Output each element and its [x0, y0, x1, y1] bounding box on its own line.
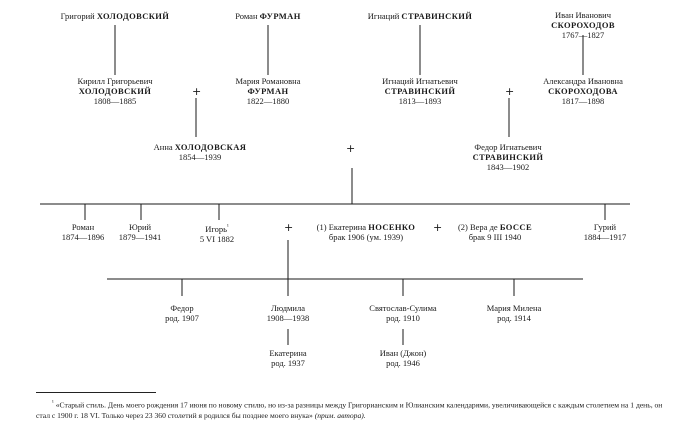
dates: 1767—1827 [561, 30, 605, 40]
ekaterina-name-line: (1) Екатерина НОСЕНКО [300, 222, 432, 232]
first-name: Роман [71, 222, 95, 232]
igor-name-line: Игорь¹ [186, 222, 248, 234]
node-ignaty-stravinsky: Игнаций СТРАВИНСКИЙ [358, 11, 482, 21]
surname: СТРАВИНСКИЙ [472, 152, 544, 162]
node-grigory-kholodovsky: Григорий ХОЛОДОВСКИЙ [40, 11, 190, 21]
marriage-first-surname: НОСЕНКО [368, 222, 416, 232]
dates: род. 1907 [165, 313, 199, 323]
dates: 1808—1885 [93, 96, 137, 106]
first-name: Иван Иванович [555, 10, 611, 20]
surname: ХОЛОДОВСКАЯ [174, 142, 247, 152]
dates: род. 1910 [386, 313, 420, 323]
dates: род. 1914 [497, 313, 531, 323]
node-ekaterina-nosenko: (1) Екатерина НОСЕНКО брак 1906 (ум. 193… [300, 222, 432, 242]
marriage-plus-anna-fedor: + [346, 142, 356, 155]
marriage-plus-igor-wives: + [284, 221, 294, 234]
node-roman: Роман 1874—1896 [55, 222, 111, 242]
first-name: Екатерина [269, 348, 307, 358]
marriage-plus-igor-vera: + [433, 221, 443, 234]
node-maria-milena: Мария Милена род. 1914 [470, 303, 558, 323]
footnote-author-note: (прим. автора). [314, 410, 366, 420]
dates: 5 VI 1882 [199, 233, 235, 244]
first-name: Людмила [271, 303, 305, 313]
node-roman-furman: Роман ФУРМАН [213, 11, 323, 21]
footnote-mark: ¹ [226, 224, 229, 230]
first-name: Мария Милена [486, 303, 542, 313]
node-maria-furman: Мария Романовна ФУРМАН 1822—1880 [213, 76, 323, 106]
surname: ФУРМАН [247, 86, 289, 96]
first-name: Игнаций Игнатьевич [382, 76, 458, 86]
first-name: Роман [235, 11, 258, 21]
first-name: Иван (Джон) [379, 348, 427, 358]
first-name: Мария Романовна [235, 76, 301, 86]
footnote: ¹ «Старый стиль. День моего рождения 17 … [36, 398, 666, 421]
first-name: Игорь [205, 223, 227, 234]
node-igor: Игорь¹ 5 VI 1882 [186, 222, 248, 244]
footnote-rule [36, 392, 156, 393]
first-name: Александра Ивановна [543, 76, 623, 86]
node-gury: Гурий 1884—1917 [577, 222, 633, 242]
dates: род. 1946 [386, 358, 420, 368]
footnote-mark: ¹ [52, 400, 54, 406]
first-name: Анна [153, 142, 173, 152]
marriage-first-detail: брак 1906 (ум. 1939) [328, 232, 404, 242]
first-name: Игнаций [367, 11, 400, 21]
first-name: Гурий [593, 222, 617, 232]
dates: 1874—1896 [61, 232, 105, 242]
first-name: Федор [170, 303, 194, 313]
surname: ФУРМАН [259, 11, 301, 21]
node-ivan-skorokhodov: Иван Иванович СКОРОХОДОВ 1767—1827 [530, 10, 636, 40]
surname: СКОРОХОДОВА [548, 86, 618, 96]
dates: 1884—1917 [583, 232, 627, 242]
surname: ХОЛОДОВСКИЙ [78, 86, 152, 96]
node-lyudmila: Людмила 1908—1938 [254, 303, 322, 323]
first-name: Кирилл Григорьевич [77, 76, 153, 86]
node-ekaterina-granddaughter: Екатерина род. 1937 [254, 348, 322, 368]
surname: ХОЛОДОВСКИЙ [96, 11, 170, 21]
node-anna-kholodovskaya: Анна ХОЛОДОВСКАЯ 1854—1939 [140, 142, 260, 162]
marriage-second-label: (2) Вера де [457, 222, 498, 232]
dates: 1817—1898 [561, 96, 605, 106]
vera-name-line: (2) Вера де БОССЕ [445, 222, 545, 232]
first-name: Юрий [128, 222, 152, 232]
dates: 1908—1938 [266, 313, 310, 323]
footnote-text: «Старый стиль. День моего рождения 17 ию… [36, 400, 663, 420]
dates: 1854—1939 [178, 152, 222, 162]
dates: 1879—1941 [118, 232, 162, 242]
dates: род. 1937 [271, 358, 305, 368]
first-name: Григорий [60, 11, 95, 21]
surname: СТРАВИНСКИЙ [384, 86, 456, 96]
node-yury: Юрий 1879—1941 [112, 222, 168, 242]
node-alexandra-skorokhodova: Александра Ивановна СКОРОХОДОВА 1817—189… [522, 76, 644, 106]
dates: 1822—1880 [246, 96, 290, 106]
node-fedor-stravinsky: Федор Игнатьевич СТРАВИНСКИЙ 1843—1902 [452, 142, 564, 172]
node-vera-de-bosse: (2) Вера де БОССЕ брак 9 III 1940 [445, 222, 545, 242]
node-fedor-igorevich: Федор род. 1907 [152, 303, 212, 323]
marriage-plus-kirill-maria: + [192, 85, 202, 98]
marriage-second-detail: брак 9 III 1940 [468, 232, 522, 242]
marriage-plus-ignaty-alexandra: + [505, 85, 515, 98]
node-svyatoslav-sulima: Святослав-Сулима род. 1910 [350, 303, 456, 323]
marriage-second-surname: БОССЕ [499, 222, 533, 232]
node-kirill-kholodovsky: Кирилл Григорьевич ХОЛОДОВСКИЙ 1808—1885 [55, 76, 175, 106]
first-name: Святослав-Сулима [369, 303, 437, 313]
marriage-first-label: (1) Екатерина [316, 222, 367, 232]
dates: 1843—1902 [486, 162, 530, 172]
surname: СТРАВИНСКИЙ [401, 11, 473, 21]
surname: СКОРОХОДОВ [551, 20, 615, 30]
first-name: Федор Игнатьевич [474, 142, 542, 152]
node-ivan-john: Иван (Джон) род. 1946 [360, 348, 446, 368]
anna-name-line: Анна ХОЛОДОВСКАЯ [140, 142, 260, 152]
dates: 1813—1893 [398, 96, 442, 106]
node-ignaty-ignatievich-stravinsky: Игнаций Игнатьевич СТРАВИНСКИЙ 1813—1893 [358, 76, 482, 106]
